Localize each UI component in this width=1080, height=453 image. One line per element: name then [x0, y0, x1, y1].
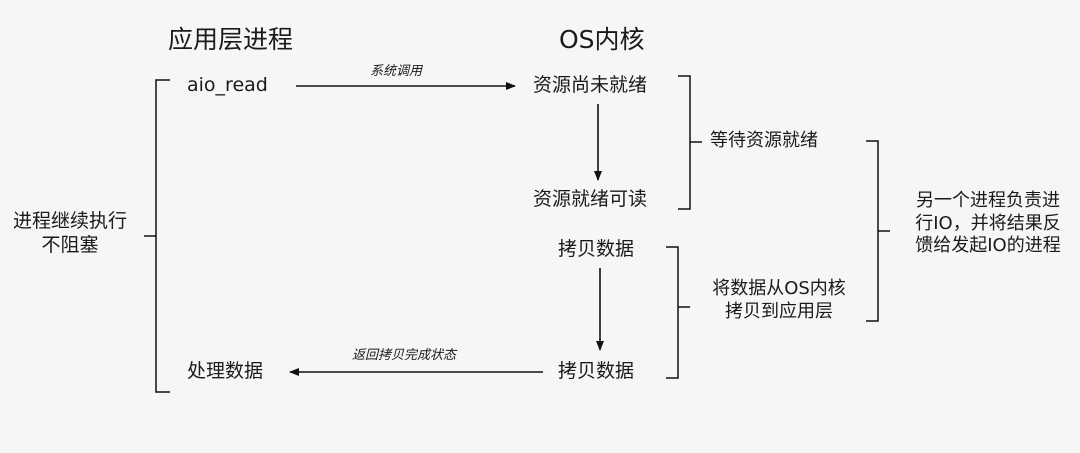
wait-bracket [678, 75, 702, 210]
continue-label: 进程继续执行 不阻塞 [2, 210, 138, 258]
copy-note-line1: 将数据从OS内核 [712, 278, 846, 299]
copy-data-top-node: 拷贝数据 [558, 238, 635, 260]
aio-read-node: aio_read [187, 74, 268, 96]
another-note-line3: 馈给发起IO的进程 [915, 235, 1061, 256]
outer-bracket [866, 140, 890, 322]
copy-note-line2: 拷贝到应用层 [725, 300, 833, 322]
app-process-header: 应用层进程 [168, 25, 294, 54]
copy-data-bottom-node: 拷贝数据 [558, 360, 635, 382]
copy-note: 将数据从OS内核 拷贝到应用层 [694, 278, 864, 323]
os-kernel-header: OS内核 [559, 25, 645, 54]
another-process-note: 另一个进程负责进 行IO，并将结果反 馈给发起IO的进程 [896, 190, 1080, 258]
syscall-label: 系统调用 [370, 64, 423, 79]
ready-readable-node: 资源就绪可读 [533, 188, 648, 210]
continue-label-line2: 不阻塞 [41, 233, 99, 256]
another-note-line1: 另一个进程负责进 [916, 190, 1060, 211]
return-label: 返回拷贝完成状态 [352, 348, 457, 363]
not-ready-node: 资源尚未就绪 [533, 74, 648, 96]
copy-bracket [666, 246, 690, 379]
continue-label-line1: 进程继续执行 [12, 210, 127, 232]
another-note-line2: 行IO，并将结果反 [915, 212, 1061, 234]
left-bracket [144, 79, 170, 393]
wait-ready-note: 等待资源就绪 [710, 130, 818, 151]
process-data-node: 处理数据 [187, 360, 264, 382]
